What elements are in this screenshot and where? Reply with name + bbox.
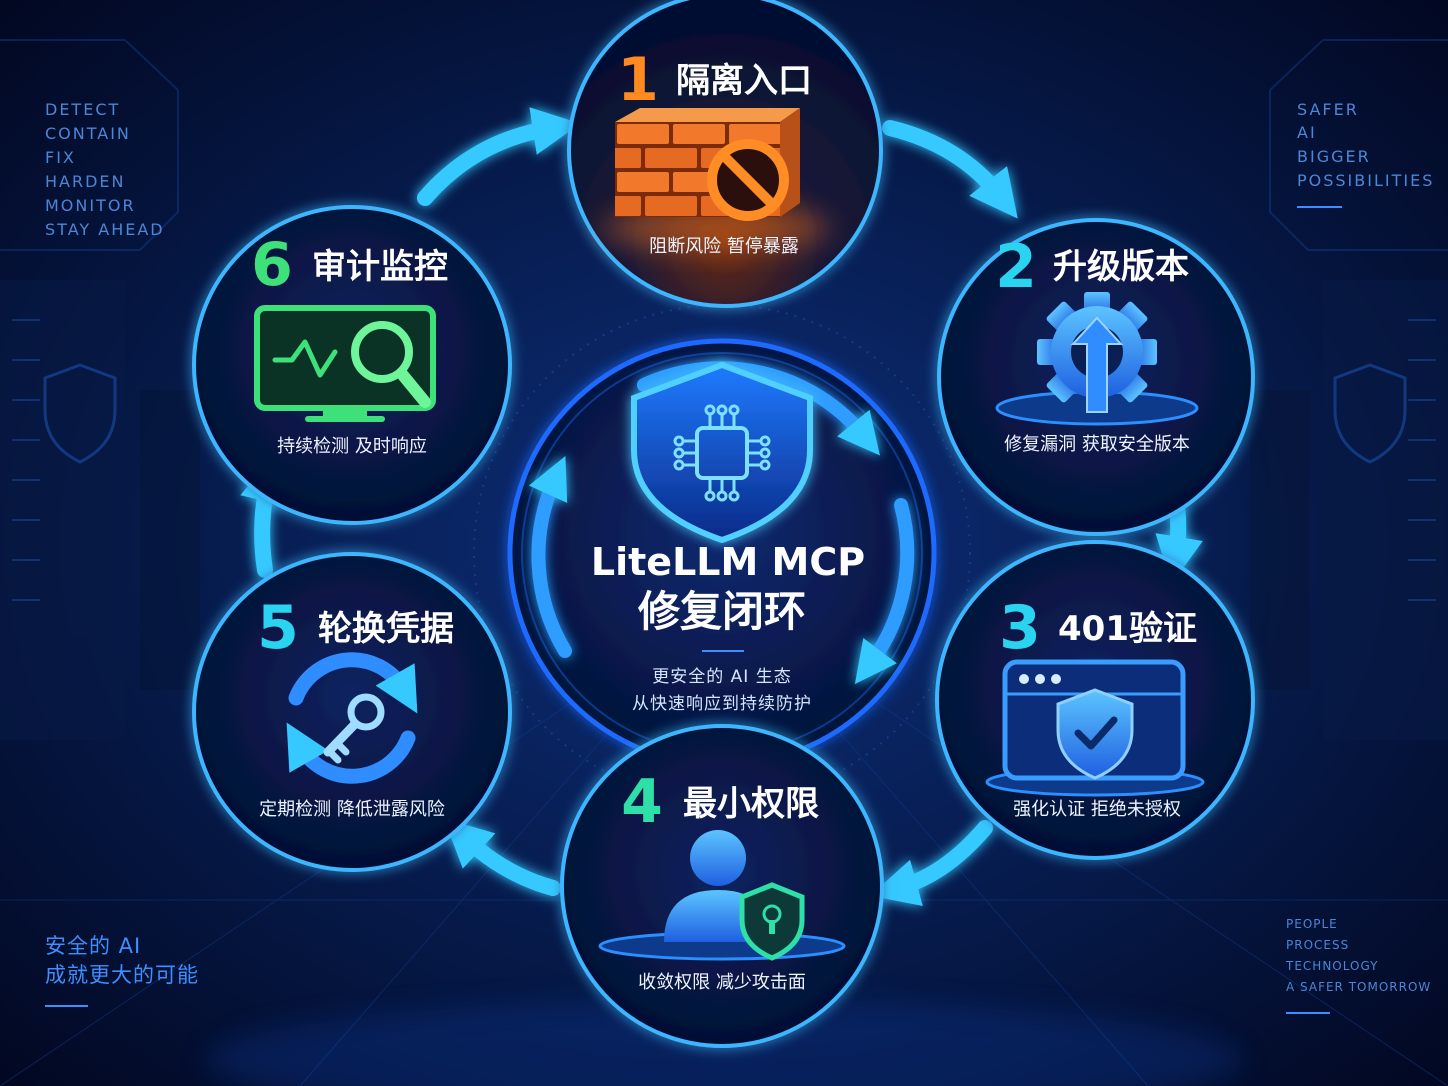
inner-cycle-arrows [528,361,915,685]
firewall-block-icon [615,108,800,221]
step-number: 1 [617,45,659,115]
step-title: 最小权限 [683,784,819,824]
left-server-racks [0,39,200,740]
arrow-step4-to-step5 [443,818,561,896]
center-subtitle: 更安全的 AI 生态 [652,667,791,687]
inner-arrow-left [528,456,572,658]
side-word: MONITOR [45,196,136,215]
step-caption: 强化认证 拒绝未授权 [1013,799,1181,820]
left-shield-decor-icon [43,363,117,464]
side-word: PROCESS [1286,938,1349,952]
side-word: HARDEN [45,172,126,191]
arrow-step6-to-step1 [417,107,581,206]
step-title: 401验证 [1058,609,1197,649]
key-rotate-icon [286,652,418,784]
side-word: TECHNOLOGY [1285,959,1378,973]
step-title: 隔离入口 [676,61,812,101]
shield-chip-icon [631,361,813,544]
step-number: 2 [995,232,1037,302]
side-word: SAFER [1297,100,1359,119]
arrow-step1-to-step2 [882,120,1018,219]
side-word: CONTAIN [45,124,131,143]
user-shield-icon [598,830,846,961]
step-caption: 阻断风险 暂停暴露 [649,236,799,257]
side-word: STAY AHEAD [45,220,165,239]
step-number: 6 [251,230,293,300]
side-word: DETECT [45,100,120,119]
monitor-search-icon [254,305,436,422]
step-5-rotate-credentials: 5 轮换凭据 定期检测 降低泄露风险 [192,552,512,872]
center-title-cn: 修复闭环 [638,587,806,636]
step-2-upgrade-version: 2 升级版本 修复漏洞 获取安全版本 [937,218,1255,536]
step-title: 审计监控 [312,247,448,287]
step-title: 升级版本 [1053,247,1189,287]
side-word: FIX [45,148,76,167]
gear-upgrade-icon [995,292,1199,426]
step-title: 轮换凭据 [318,609,454,649]
browser-shield-check-icon [985,659,1205,797]
slogan-line: 成就更大的可能 [45,963,199,987]
arrow-step3-to-step4 [870,820,993,907]
side-text-top-right: SAFER AI BIGGER POSSIBILITIES [1297,100,1434,208]
center-subtitle: 从快速响应到持续防护 [632,694,812,714]
step-1-isolate-entry: 1 隔离入口 阻断风险 暂停暴露 [567,0,883,308]
step-caption: 修复漏洞 获取安全版本 [1004,434,1190,455]
side-word: PEOPLE [1286,917,1338,931]
inner-arrow-top [637,361,880,456]
step-caption: 收敛权限 减少攻击面 [638,972,806,993]
center-title: LiteLLM MCP [591,540,865,584]
step-number: 3 [999,593,1041,663]
side-text-top-left: DETECT CONTAIN FIX HARDEN MONITOR STAY A… [45,100,165,239]
step-3-401-auth: 3 401验证 强化认证 拒绝未授权 [935,540,1255,860]
side-word: POSSIBILITIES [1297,171,1434,190]
step-caption: 持续检测 及时响应 [277,436,427,457]
step-6-audit-monitoring: 6 审计监控 持续检测 及时响应 [192,205,512,525]
step-circle [560,724,884,1048]
step-4-least-privilege: 4 最小权限 收敛权限 减少攻击面 [560,724,884,1048]
center-hub: LiteLLM MCP 修复闭环 更安全的 AI 生态 从快速响应到持续防护 [473,304,971,802]
step-caption: 定期检测 降低泄露风险 [259,799,445,820]
right-server-racks [1250,39,1448,740]
side-text-bottom-right: PEOPLE PROCESS TECHNOLOGY A SAFER TOMORR… [1285,917,1431,1014]
side-word: BIGGER [1297,147,1371,166]
side-text-bottom-left: 安全的 AI 成就更大的可能 [45,934,199,1007]
side-word: AI [1297,123,1317,142]
step-number: 5 [257,593,299,663]
step-number: 4 [621,767,663,837]
right-shield-decor-icon [1333,363,1407,464]
side-word: A SAFER TOMORROW [1286,980,1431,994]
inner-arrow-right [854,498,915,685]
slogan-line: 安全的 AI [45,934,141,958]
